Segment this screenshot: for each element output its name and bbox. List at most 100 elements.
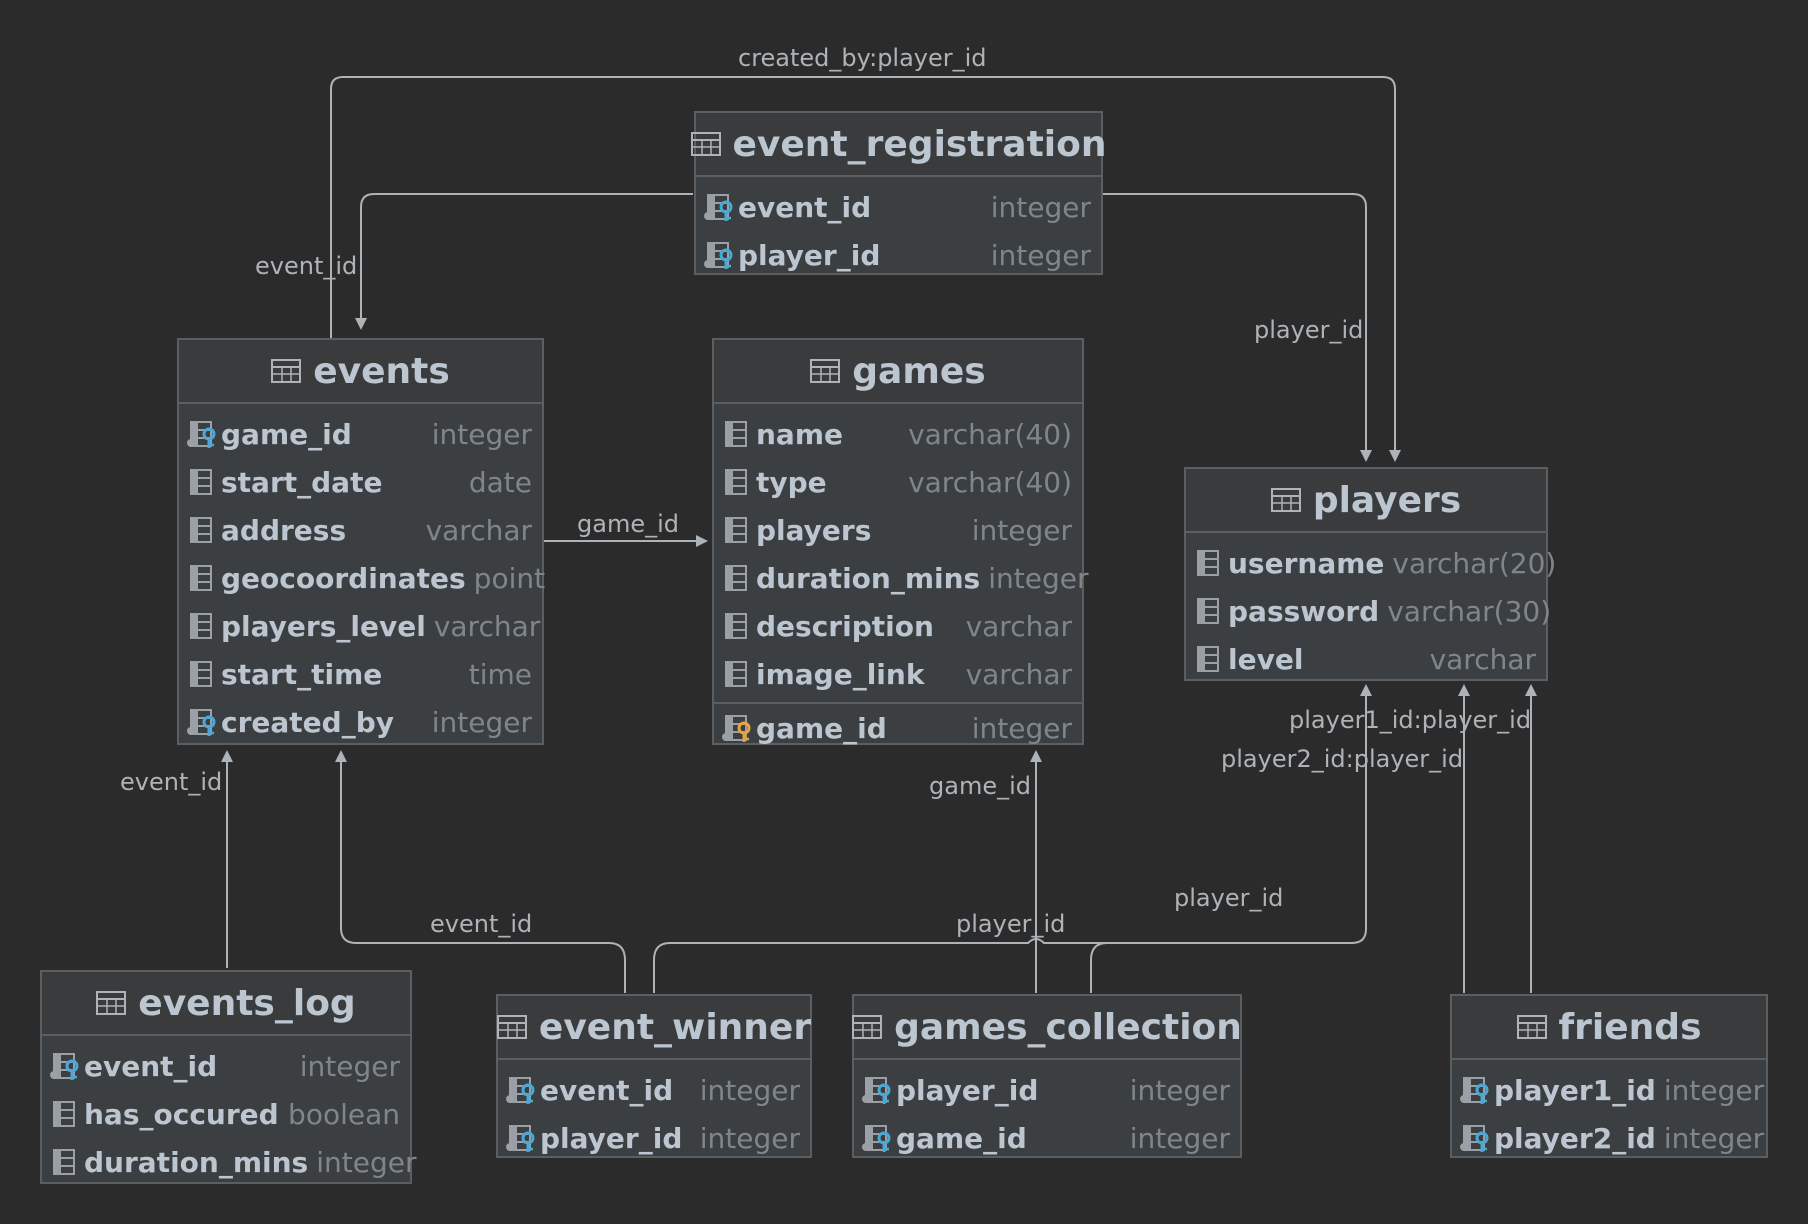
column-name: geocoordinates <box>221 561 466 595</box>
column-name: game_id <box>896 1121 1027 1155</box>
table-header[interactable]: events <box>179 340 542 404</box>
table-title: friends <box>1558 1006 1702 1048</box>
label-winner-player: player_id <box>956 910 1066 938</box>
column-name: player1_id <box>1494 1073 1656 1107</box>
column-row-address[interactable]: address varchar <box>179 506 542 554</box>
table-title: games_collection <box>894 1006 1242 1048</box>
table-icon <box>271 359 302 383</box>
column-type: integer <box>990 190 1091 224</box>
label-friends-p1: player1_id:player_id <box>1289 706 1532 734</box>
fk-column-icon <box>187 707 221 737</box>
column-name: start_time <box>221 657 383 691</box>
table-title: event_winner <box>538 1006 812 1048</box>
table-header[interactable]: games <box>714 340 1082 404</box>
table-header[interactable]: event_registration <box>690 113 1107 177</box>
table-header[interactable]: friends <box>1452 996 1766 1060</box>
column-name: players <box>756 513 872 547</box>
column-icon <box>187 611 221 641</box>
column-icon <box>187 467 221 497</box>
fk-column-icon <box>50 1051 84 1081</box>
label-collection-game: game_id <box>929 772 1031 800</box>
table-icon <box>690 132 721 156</box>
column-icon <box>187 659 221 689</box>
column-icon <box>722 659 756 689</box>
label-created-by: created_by:player_id <box>738 44 987 72</box>
column-name: address <box>221 513 347 547</box>
column-name: player2_id <box>1494 1121 1656 1155</box>
column-name: player_id <box>738 238 881 272</box>
column-type: integer <box>1129 1121 1230 1155</box>
table-icon <box>810 359 841 383</box>
column-name: duration_mins <box>84 1145 309 1179</box>
column-type: integer <box>971 711 1072 745</box>
table-title: players <box>1312 479 1462 521</box>
column-type: varchar(30) <box>1387 594 1552 628</box>
link-registration-player <box>1103 193 1372 462</box>
label-log-event: event_id <box>120 768 223 796</box>
column-type: integer <box>299 1049 400 1083</box>
fk-column-icon <box>704 240 738 270</box>
column-name: has_occured <box>84 1097 279 1131</box>
column-type: integer <box>1663 1073 1765 1107</box>
fk-column-icon <box>862 1123 896 1153</box>
column-icon <box>722 563 756 593</box>
column-type: varchar <box>425 513 532 547</box>
table-header[interactable]: players <box>1186 469 1546 533</box>
column-name: level <box>1228 642 1304 676</box>
column-name: username <box>1228 546 1385 580</box>
table-header[interactable]: games_collection <box>852 996 1242 1060</box>
column-icon <box>722 611 756 641</box>
column-row-game-id[interactable]: game_id integer <box>854 1114 1240 1162</box>
table-header[interactable]: events_log <box>42 972 410 1036</box>
column-icon <box>50 1147 84 1177</box>
fk-column-icon <box>862 1075 896 1105</box>
table-header[interactable]: event_winner <box>496 996 812 1060</box>
column-icon <box>1194 548 1228 578</box>
column-row-start-time[interactable]: start_time time <box>179 650 542 698</box>
table-icon <box>496 1015 527 1039</box>
column-type: time <box>468 657 532 691</box>
table-icon <box>96 991 127 1015</box>
label-friends-p2: player2_id:player_id <box>1221 745 1464 773</box>
label-events-game: game_id <box>577 510 679 538</box>
